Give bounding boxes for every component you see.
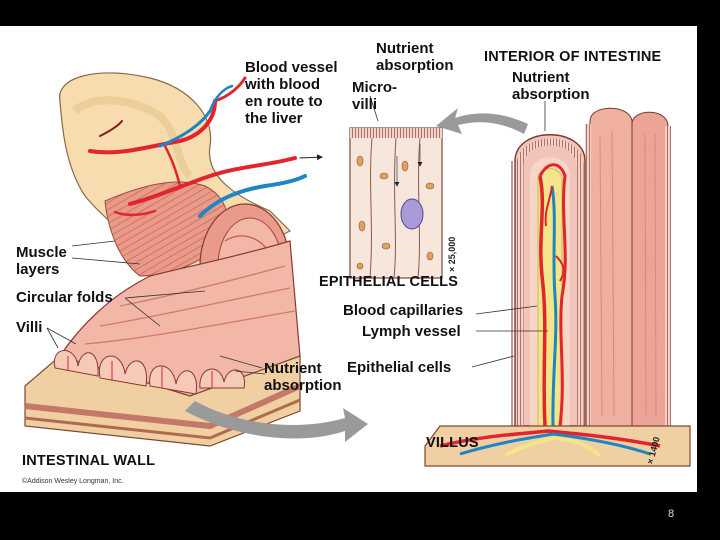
label-blood-vessel: Blood vessel with blood en route to the … bbox=[245, 59, 338, 127]
leader-lines bbox=[46, 95, 548, 375]
label-nutrient-absorption-interior: Nutrient absorption bbox=[512, 69, 590, 103]
gray-arrows bbox=[185, 108, 528, 442]
label-nutrient-absorption-bottom: Nutrient absorption bbox=[264, 360, 342, 394]
label-intestinal-wall: INTESTINAL WALL bbox=[22, 453, 156, 469]
label-lymph-vessel: Lymph vessel bbox=[362, 323, 461, 340]
label-villi: Villi bbox=[16, 319, 43, 336]
label-epithelial-cells: Epithelial cells bbox=[347, 359, 452, 376]
label-villus: VILLUS bbox=[426, 435, 479, 451]
blood-vessels bbox=[88, 76, 323, 218]
page-number: 8 bbox=[668, 508, 675, 520]
villus-illustration bbox=[424, 107, 691, 467]
label-copyright: ©Addison Wesley Longman, Inc. bbox=[22, 478, 124, 485]
label-microvilli: Micro- villi bbox=[352, 79, 397, 113]
label-blood-capillaries: Blood capillaries bbox=[343, 302, 464, 319]
label-muscle-layers: Muscle layers bbox=[16, 244, 67, 278]
label-circular-folds: Circular folds bbox=[16, 289, 113, 306]
epithelial-cells-panel bbox=[349, 127, 443, 279]
label-nutrient-absorption-top: Nutrient absorption bbox=[376, 40, 454, 74]
label-interior-of-intestine: INTERIOR OF INTESTINE bbox=[484, 49, 662, 65]
intestine-illustration bbox=[24, 72, 691, 467]
label-magnification-cells: × 25,000 bbox=[447, 236, 457, 272]
diagram-slide: Blood vessel with blood en route to the … bbox=[0, 26, 697, 492]
label-epithelial-cells-title: EPITHELIAL CELLS bbox=[319, 274, 459, 290]
